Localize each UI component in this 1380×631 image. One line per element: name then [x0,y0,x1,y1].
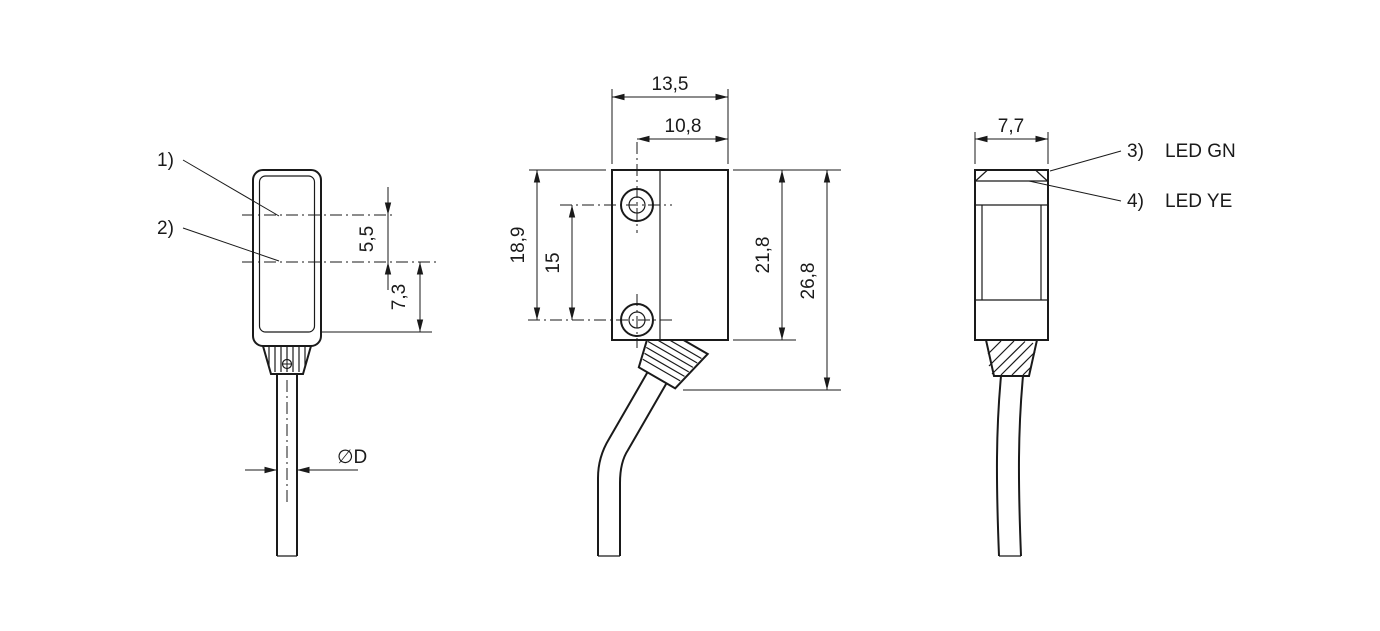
dim-label-hole-top-offset: 18,9 [508,227,529,264]
callout-1: 1) [157,150,280,217]
dimension-front-inner-width: 10,8 [637,116,728,143]
callout-4-label: 4) [1127,191,1144,212]
profile-view: 7,7 3) LED GN 4) LED YE [974,116,1236,557]
dimension-body-height: 21,8 [753,170,786,340]
side-cable-gland [637,341,710,390]
profile-cable-gland [984,339,1039,377]
dim-label-optical-axis-spacing: 5,5 [357,226,378,252]
dimension-front-width: 13,5 [612,74,728,101]
dim-label-overall-height: 26,8 [798,263,819,300]
callout-1-leader [182,159,280,217]
dimension-overall-height: 26,8 [798,170,831,390]
callout-4-led-yellow: 4) LED YE [1028,180,1232,212]
dim-label-hole-spacing: 15 [543,252,564,273]
dimension-axis-to-bottom: 7,3 [322,262,432,333]
front-view: 1) 2) 5,5 7,3 ∅D [157,150,437,557]
callout-2-label: 2) [157,218,174,239]
front-cable [276,374,298,557]
side-cable [597,371,668,557]
front-cable-gland [261,345,313,375]
profile-cable [995,375,1024,557]
callout-3-leader [1049,150,1122,172]
front-housing [252,169,322,347]
dim-label-front-width: 13,5 [652,74,689,95]
callout-4-leader [1028,180,1122,202]
led-green-label: LED GN [1165,141,1236,162]
dimension-optical-axis-spacing: 5,5 [357,187,392,290]
dim-label-cable-diameter: ∅D [337,447,367,468]
dim-label-front-inner-width: 10,8 [665,116,702,137]
callout-2-leader [182,227,280,262]
dimension-side-width: 7,7 [974,116,1049,164]
callout-2: 2) [157,218,280,262]
led-yellow-label: LED YE [1165,191,1232,212]
callout-3-label: 3) [1127,141,1144,162]
side-view: 13,5 10,8 18,9 15 21,8 26,8 [508,74,841,557]
dim-label-side-width: 7,7 [998,116,1024,137]
dimension-cable-diameter: ∅D [245,447,367,474]
dimension-hole-spacing: 15 [543,205,576,320]
profile-housing [974,169,1049,341]
dimension-hole-top-offset: 18,9 [508,170,541,320]
callout-1-label: 1) [157,150,174,171]
dim-label-body-height: 21,8 [753,237,774,274]
callout-3-led-green: 3) LED GN [1049,141,1236,172]
dim-label-axis-to-bottom: 7,3 [389,284,410,310]
